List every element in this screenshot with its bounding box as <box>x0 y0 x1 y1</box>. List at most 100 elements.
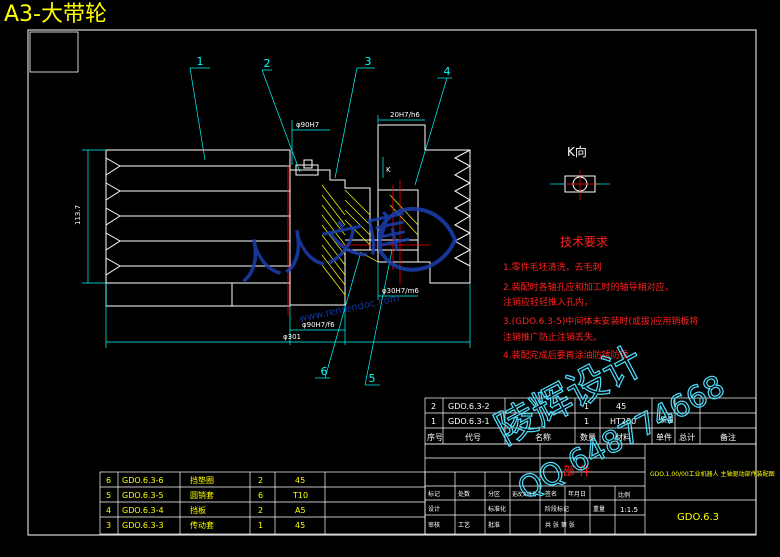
tech-heading: 技术要求 <box>560 235 608 249</box>
svg-text:1: 1 <box>431 417 436 426</box>
svg-text:6: 6 <box>258 491 263 500</box>
dimension-lines <box>82 67 471 386</box>
dim-k-mark: K <box>386 166 391 174</box>
svg-text:名称: 名称 <box>535 432 551 442</box>
svg-text:圆销套: 圆销套 <box>190 490 214 500</box>
hub-hatching <box>321 184 419 296</box>
svg-text:备注: 备注 <box>720 432 736 442</box>
dim-overall-label: φ301 <box>283 333 301 341</box>
svg-text:HT200: HT200 <box>610 417 636 426</box>
svg-text:45: 45 <box>295 521 305 530</box>
svg-text:45: 45 <box>295 476 305 485</box>
watermark-url: www.renrendoc.com <box>298 293 400 325</box>
svg-text:6: 6 <box>106 476 111 485</box>
svg-text:传动套: 传动套 <box>190 520 214 530</box>
watermark-site: 人人文库 <box>232 204 415 290</box>
groove-profile-left <box>105 150 121 283</box>
component-label: 部 件 <box>563 463 591 478</box>
svg-text:阶段标记: 阶段标记 <box>545 505 569 513</box>
svg-text:处数: 处数 <box>458 490 470 498</box>
balloon-4: 4 <box>444 65 451 78</box>
svg-text:代号: 代号 <box>465 432 481 442</box>
svg-text:分区: 分区 <box>488 490 500 498</box>
svg-text:单件: 单件 <box>656 432 672 442</box>
sheet-title: A3-大带轮 <box>4 2 107 27</box>
k-view-label: K向 <box>567 144 587 159</box>
svg-text:1: 1 <box>584 402 589 411</box>
svg-text:3: 3 <box>106 521 111 530</box>
svg-text:GDO.6.3-3: GDO.6.3-3 <box>122 521 164 530</box>
svg-text:设计: 设计 <box>428 505 440 513</box>
svg-text:1: 1 <box>584 417 589 426</box>
svg-text:2: 2 <box>258 476 263 485</box>
balloon-labels: 1 2 3 4 5 6 <box>197 55 451 385</box>
dim-bore-label: φ30H7/m6 <box>382 287 419 295</box>
svg-text:挡垫圈: 挡垫圈 <box>190 475 214 485</box>
site-watermark: 人人文库 www.renrendoc.com <box>232 204 458 325</box>
drawing-frame-inner <box>29 31 79 73</box>
svg-text:共 张 第 张: 共 张 第 张 <box>545 521 575 529</box>
dim-hub-label: 20H7/h6 <box>390 111 420 119</box>
svg-text:标记: 标记 <box>428 490 440 498</box>
svg-text:更改文件号: 更改文件号 <box>512 491 537 498</box>
tech-requirements: 技术要求 1.零件毛坯清洗，去毛刺 2.装配时各轴孔应和加工时的轴导相对应， 注… <box>503 235 698 361</box>
key-plate <box>295 164 319 176</box>
svg-text:A5: A5 <box>295 506 306 515</box>
svg-text:1: 1 <box>258 521 263 530</box>
svg-text:年月日: 年月日 <box>568 490 586 498</box>
svg-text:45: 45 <box>616 402 626 411</box>
company-line: GDO.1.00/00工业机器人 主轴驱动部件装配图 <box>650 470 775 478</box>
watermark-logo-icon <box>378 207 458 272</box>
tech-item-1: 1.零件毛坯清洗，去毛刺 <box>503 261 602 273</box>
svg-text:2: 2 <box>431 402 436 411</box>
svg-text:重量: 重量 <box>593 505 605 513</box>
svg-text:序号: 序号 <box>427 432 443 442</box>
title-block <box>424 443 757 535</box>
dim-top-label: φ90H7 <box>296 121 319 129</box>
drawing-number: GDO.6.3 <box>677 512 719 523</box>
tech-item-2: 2.装配时各轴孔应和加工时的轴导相对应， <box>503 281 674 293</box>
lower-parts-text: 6 GDO.6.3-6 挡垫圈 2 45 5 GDO.6.3-5 圆销套 6 T… <box>106 475 308 530</box>
svg-text:2: 2 <box>258 506 263 515</box>
svg-text:质量: 质量 <box>660 415 674 424</box>
svg-text:GDO.6.3-4: GDO.6.3-4 <box>122 506 164 515</box>
k-view-detail <box>550 170 610 200</box>
svg-text:挡板: 挡板 <box>190 505 206 515</box>
pulley-section <box>105 124 472 307</box>
svg-text:材料: 材料 <box>615 432 631 442</box>
balloon-5: 5 <box>369 372 376 385</box>
svg-text:GDO.6.3-6: GDO.6.3-6 <box>122 476 164 485</box>
svg-text:比例: 比例 <box>618 491 630 499</box>
balloon-6: 6 <box>321 365 328 378</box>
svg-text:5: 5 <box>106 491 111 500</box>
lower-parts-table <box>99 471 426 535</box>
hub-outline <box>290 169 371 306</box>
svg-text:工艺: 工艺 <box>458 521 470 529</box>
svg-text:4: 4 <box>106 506 111 515</box>
drawing-frame <box>27 29 757 536</box>
title-block-text: 部 件 GDO.1.00/00工业机器人 主轴驱动部件装配图 GDO.6.3 1… <box>428 463 775 529</box>
svg-text:批准: 批准 <box>488 521 500 529</box>
upper-parts-text: 2 GDO.6.3-2 1 45 1 GDO.6.3-1 1 HT200 序号 … <box>427 402 736 442</box>
dim-vertical-label: 113.7 <box>74 205 82 225</box>
balloon-1: 1 <box>197 55 204 68</box>
tech-item-5: 注销推广防止注销丢失。 <box>503 331 602 343</box>
svg-text:总计: 总计 <box>679 432 695 442</box>
svg-text:GDO.6.3-5: GDO.6.3-5 <box>122 491 164 500</box>
svg-text:签名: 签名 <box>545 490 557 498</box>
svg-text:数量: 数量 <box>580 432 596 442</box>
svg-text:审核: 审核 <box>428 521 440 529</box>
svg-text:GDO.6.3-1: GDO.6.3-1 <box>448 417 490 426</box>
tech-item-3: 注销应轻轻推入孔内， <box>503 296 593 308</box>
dim-bottom1-label: φ90H7/f6 <box>302 321 335 329</box>
right-groove-profile <box>453 149 472 267</box>
svg-text:标准化: 标准化 <box>488 505 506 513</box>
svg-text:T10: T10 <box>292 491 308 500</box>
scale-value: 1:1.5 <box>620 506 638 514</box>
svg-text:GDO.6.3-2: GDO.6.3-2 <box>448 402 490 411</box>
balloon-2: 2 <box>264 57 271 70</box>
tech-item-6: 4.装配完成后要再涂油防锈防锈 <box>503 349 629 361</box>
right-flange <box>377 124 471 284</box>
tech-item-4: 3.(GDO.6.3-5)中间体未安装时(或拔)应用销板将 <box>503 315 698 327</box>
